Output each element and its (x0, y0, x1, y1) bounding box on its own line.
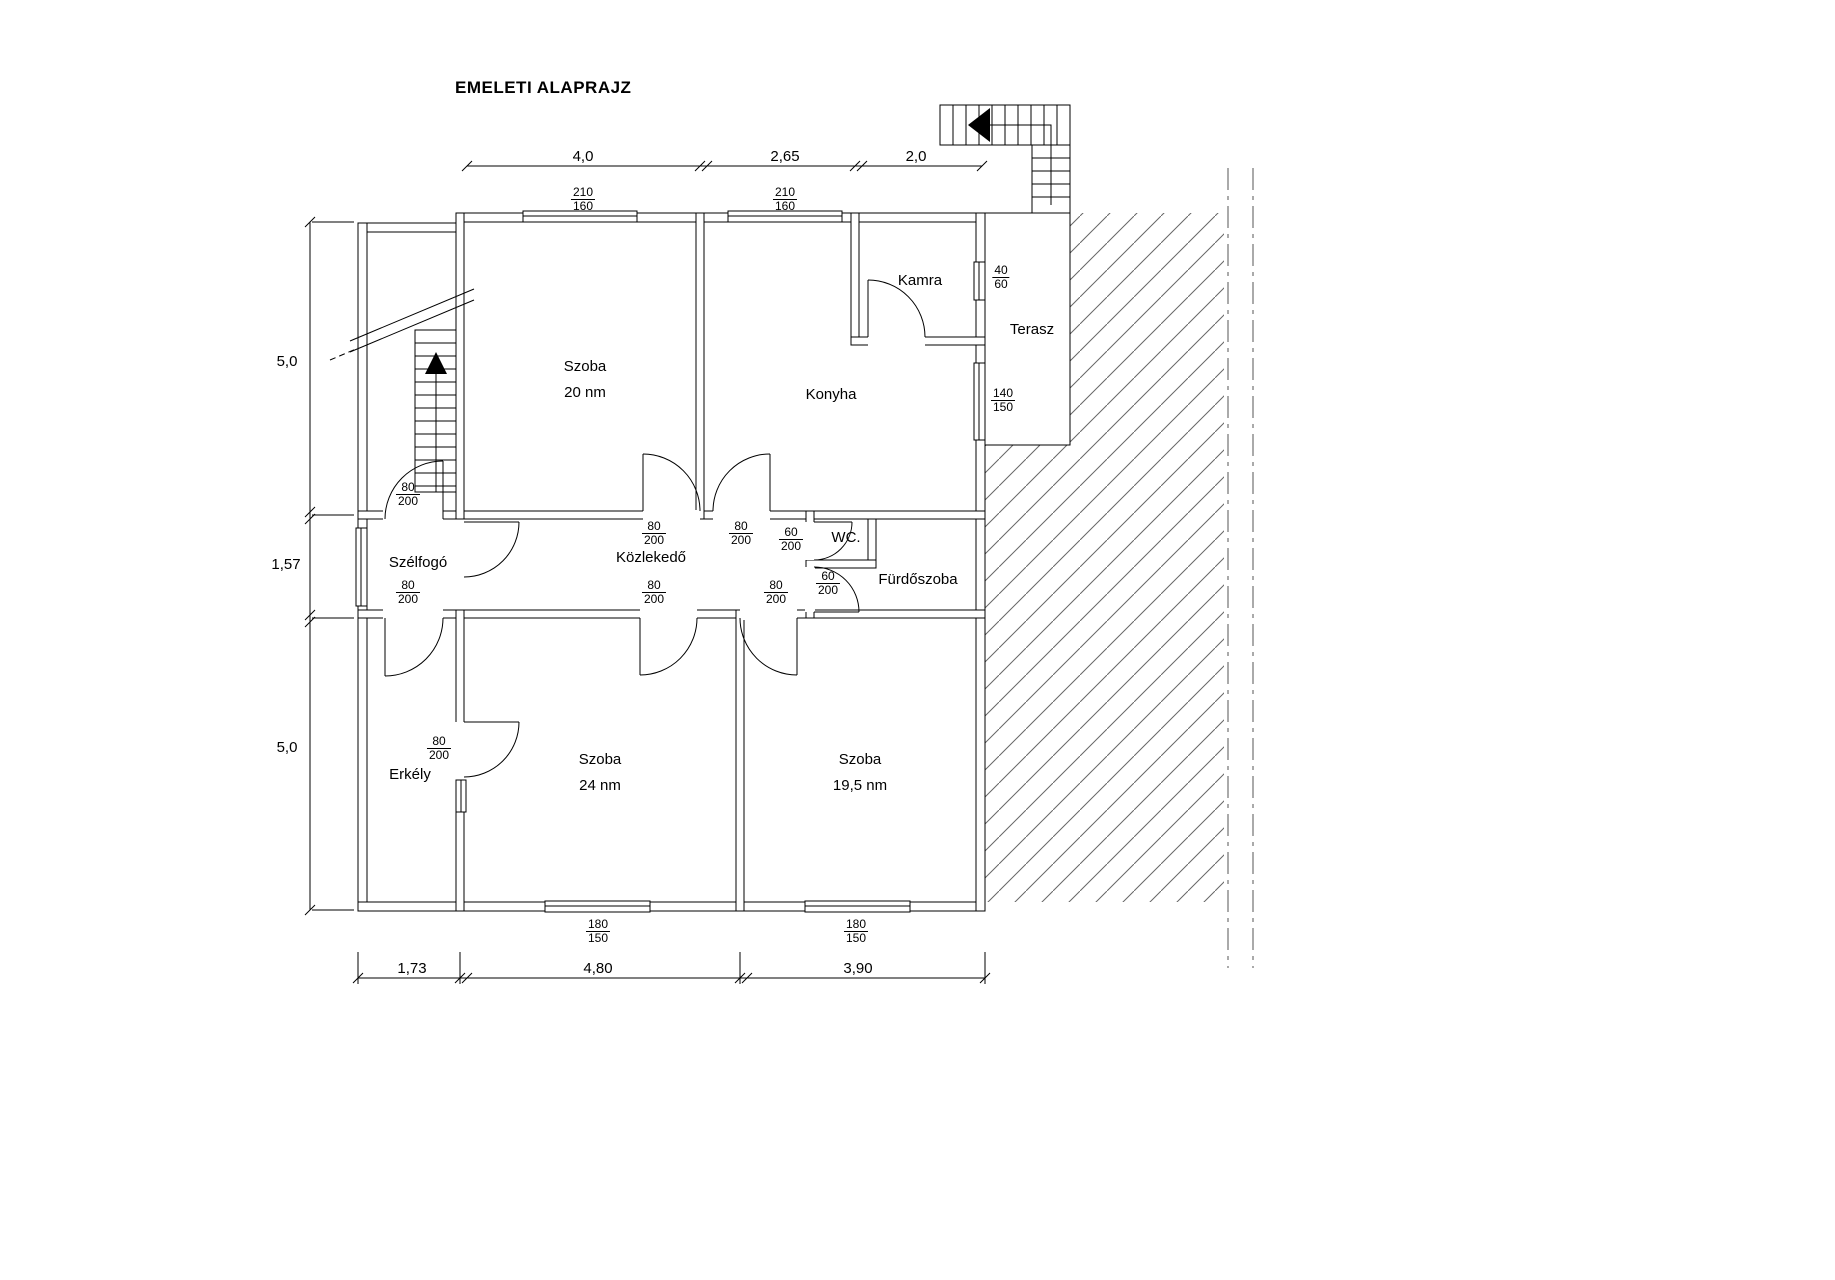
room-label-szelfogo: Szélfogó (388, 554, 448, 571)
room-label-furdoszoba: Fürdőszoba (878, 571, 958, 588)
dim-bottom-1: 4,80 (583, 960, 613, 977)
drawing-title: EMELETI ALAPRAJZ (455, 78, 632, 97)
room-label-wc: WC. (831, 529, 861, 546)
dim-left-0: 5,0 (276, 353, 298, 370)
windows (355, 210, 986, 913)
doors (384, 279, 926, 778)
room-label-szoba2: Szoba (578, 751, 622, 768)
room-area-szoba3: 19,5 nm (832, 777, 888, 794)
boundary-lines (1227, 168, 1254, 968)
stair-up-arrow-icon (425, 352, 447, 374)
room-area-szoba2: 24 nm (579, 777, 621, 794)
dim-left-1: 1,57 (271, 556, 301, 573)
room-label-kozlekedo: Közlekedő (615, 549, 687, 566)
stair-arrow-icon (968, 108, 990, 142)
hatch-area (985, 213, 1224, 902)
room-label-szoba3: Szoba (838, 751, 882, 768)
interior-stairs (329, 288, 475, 493)
room-label-erkely: Erkély (389, 766, 431, 783)
room-label-szoba1: Szoba (563, 358, 607, 375)
dim-bottom-2: 3,90 (843, 960, 873, 977)
room-area-szoba1: 20 nm (564, 384, 606, 401)
dim-top-1: 2,65 (770, 148, 800, 165)
dim-top-2: 2,0 (905, 148, 927, 165)
dim-bottom-0: 1,73 (397, 960, 427, 977)
room-label-kamra: Kamra (897, 272, 943, 289)
dimension-lines (304, 160, 991, 984)
exterior-stairs (939, 104, 1071, 214)
dim-left-2: 5,0 (276, 739, 298, 756)
room-label-terasz: Terasz (1009, 321, 1055, 338)
dim-top-0: 4,0 (572, 148, 594, 165)
room-label-konyha: Konyha (805, 386, 857, 403)
